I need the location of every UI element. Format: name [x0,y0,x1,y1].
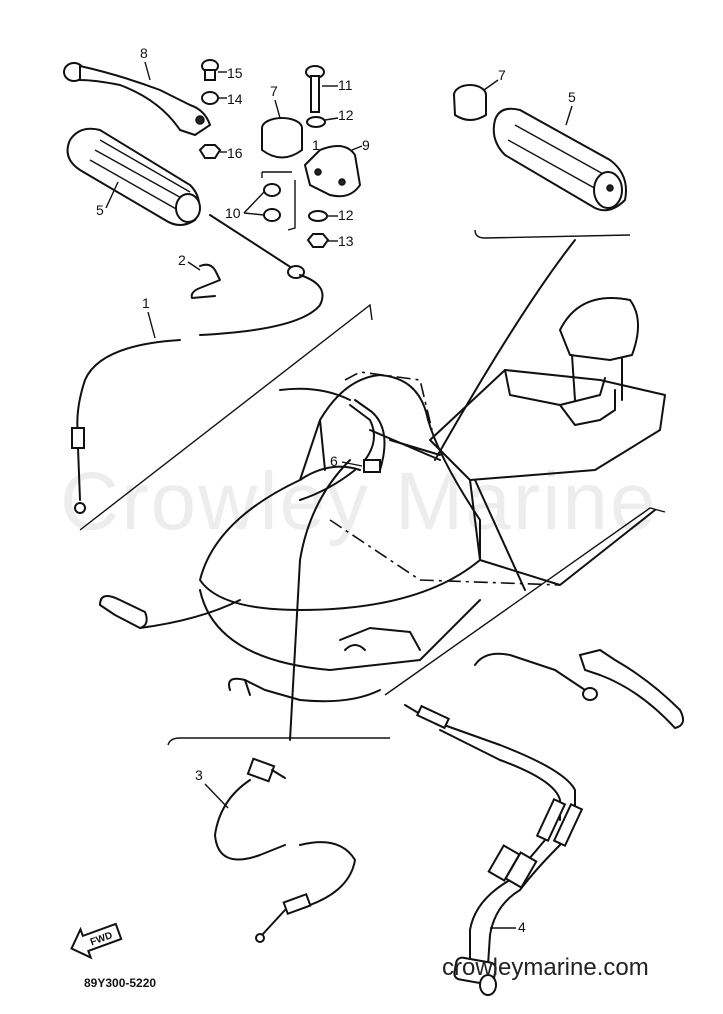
callout-4: 4 [518,919,526,935]
callout-3: 3 [195,767,203,783]
leader-lines [279,239,576,741]
site-watermark-label: crowleymarine.com [442,954,649,981]
callout-1: 1 [142,295,150,311]
nut-16[interactable] [198,144,222,159]
nut-13[interactable] [306,233,330,248]
callouts: 8 15 14 16 7 11 12 9 1 12 13 10 5 2 1 7 … [96,45,576,935]
section-dividers [79,229,666,746]
screw-15[interactable] [201,59,219,81]
washer-12-lower[interactable] [308,210,328,222]
cable-3[interactable] [214,757,356,943]
watermark-text: Crowley Marine [60,456,658,547]
callout-12-upper: 12 [338,107,354,123]
grip-ring-7[interactable] [261,117,303,159]
throttle-lever[interactable] [63,62,212,137]
left-grip[interactable] [66,127,201,226]
nut-14[interactable] [201,91,219,105]
callout-9: 9 [362,137,370,153]
callout-6: 6 [330,453,338,469]
callout-5-right: 5 [568,89,576,105]
callout-1-small: 1 [312,137,320,153]
callout-13: 13 [338,233,354,249]
callout-12-lower: 12 [338,207,354,223]
callout-5-left: 5 [96,202,104,218]
callout-10: 10 [225,205,241,221]
switch-parts-10[interactable] [261,171,296,231]
callout-7-left: 7 [270,83,278,99]
callout-15: 15 [227,65,243,81]
wire-harness-6[interactable] [299,399,441,501]
right-grip[interactable] [492,107,627,212]
callout-7-right: 7 [498,67,506,83]
snowmobile-illustration [99,297,666,703]
cable-clip-2[interactable] [190,263,221,299]
brake-lever[interactable] [474,648,685,730]
part-code-label: 89Y300-5220 [84,976,157,990]
callout-16: 16 [227,145,243,161]
grip-ring-7-right[interactable] [453,84,487,121]
callout-11: 11 [338,77,353,93]
throttle-cable-1[interactable] [71,214,324,514]
bracket-9[interactable] [303,145,362,198]
callout-14: 14 [227,91,243,107]
washer-12-upper[interactable] [306,116,326,128]
callout-2: 2 [178,252,186,268]
brake-cable-4[interactable] [404,704,584,996]
forward-arrow-icon: FWD [70,922,123,960]
bolt-11[interactable] [305,65,325,113]
callout-8: 8 [140,45,148,61]
